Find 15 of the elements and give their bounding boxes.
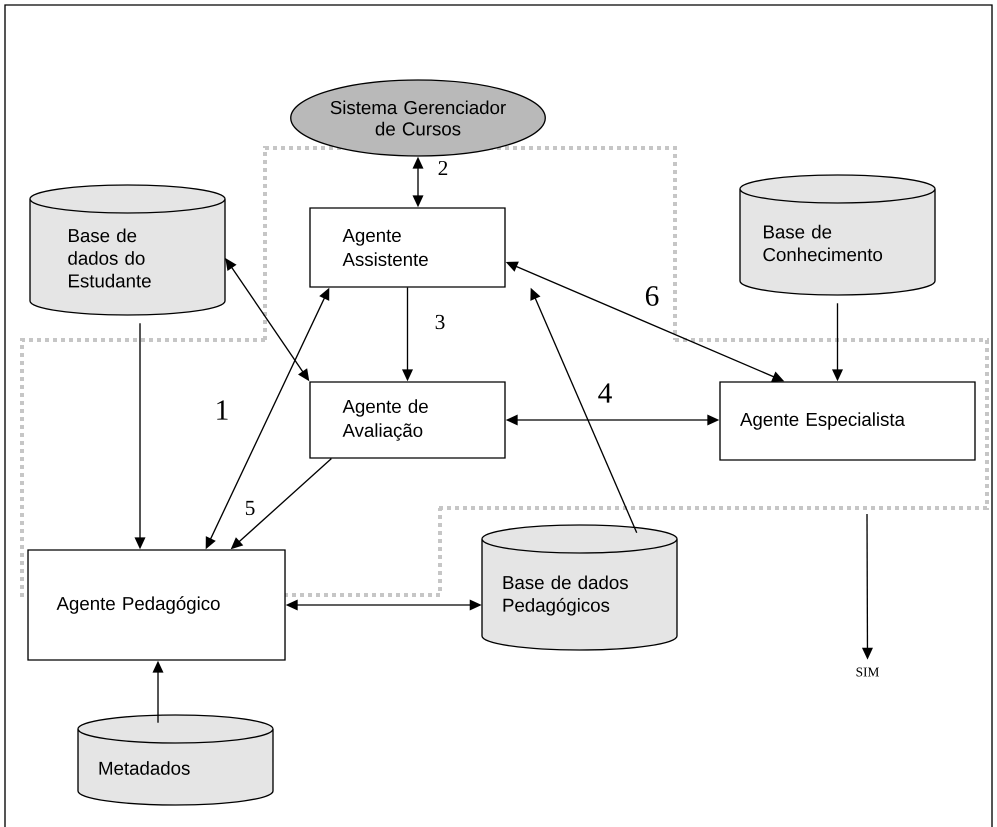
agent-box: Agente Pedagógico (27, 549, 286, 661)
edge-label: 5 (246, 500, 254, 516)
output-label: SIM (856, 668, 879, 676)
edge-label: 6 (646, 286, 658, 306)
database-cylinder: Metadados (77, 714, 274, 806)
edge-label: 4 (598, 383, 612, 403)
database-cylinder: Base de dados do Estudante (29, 184, 226, 316)
agent-box: Agente de Avaliação (309, 381, 506, 459)
edge-label: 2 (438, 160, 448, 176)
edge-label: 3 (436, 314, 444, 330)
database-cylinder: Base de dados Pedagógicos (481, 524, 678, 651)
edge-label: 1 (217, 400, 228, 420)
database-cylinder: Base de Conhecimento (739, 174, 936, 296)
agent-box: Agente Especialista (719, 381, 976, 461)
agent-box: Agente Assistente (309, 207, 506, 288)
